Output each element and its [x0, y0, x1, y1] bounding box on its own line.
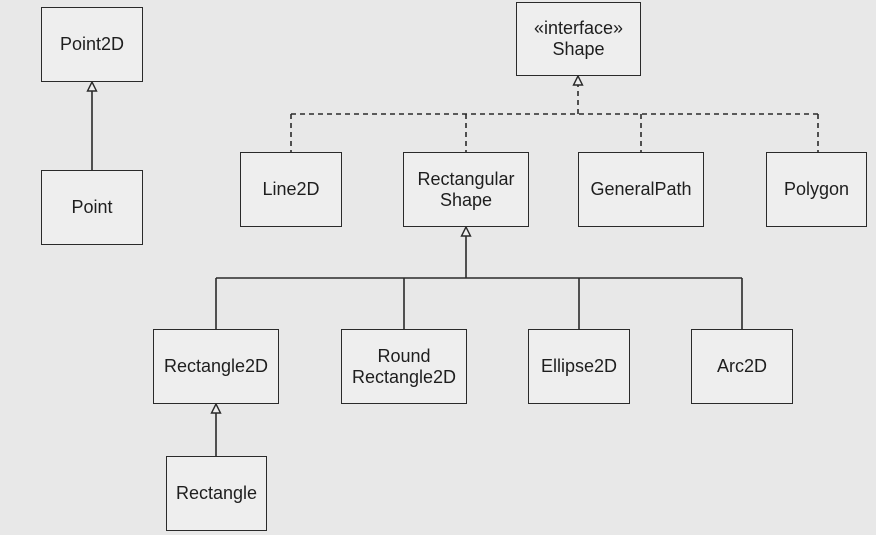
- class-point-label: Point: [71, 197, 113, 217]
- class-round-rectangle2d: Round Rectangle2D: [341, 329, 467, 404]
- realization-arrowhead-shape: [572, 74, 584, 86]
- class-rectangular-shape-label: Rectangular Shape: [417, 168, 515, 210]
- class-rectangular-shape: Rectangular Shape: [403, 152, 529, 227]
- class-general-path-label: GeneralPath: [590, 179, 692, 199]
- generalization-arrowhead-rectangular-shape: [460, 225, 472, 237]
- class-ellipse2d-label: Ellipse2D: [540, 356, 618, 376]
- class-point2d: Point2D: [41, 7, 143, 82]
- class-rectangle2d: Rectangle2D: [153, 329, 279, 404]
- class-rectangle2d-label: Rectangle2D: [163, 356, 269, 376]
- class-rectangle: Rectangle: [166, 456, 267, 531]
- class-arc2d: Arc2D: [691, 329, 793, 404]
- class-line2d: Line2D: [240, 152, 342, 227]
- generalization-arrowhead-point2d: [86, 80, 98, 92]
- class-arc2d-label: Arc2D: [716, 356, 767, 376]
- generalization-arrowhead-rectangle2d: [210, 402, 222, 414]
- class-point2d-label: Point2D: [59, 34, 125, 54]
- class-round-rectangle2d-label: Round Rectangle2D: [351, 345, 457, 387]
- class-point: Point: [41, 170, 143, 245]
- class-polygon: Polygon: [766, 152, 867, 227]
- class-ellipse2d: Ellipse2D: [528, 329, 630, 404]
- interface-shape: «interface» Shape: [516, 2, 641, 76]
- class-polygon-label: Polygon: [783, 179, 850, 199]
- class-rectangle-label: Rectangle: [175, 483, 258, 503]
- interface-shape-label: «interface» Shape: [533, 18, 624, 59]
- class-general-path: GeneralPath: [578, 152, 704, 227]
- class-line2d-label: Line2D: [262, 179, 320, 199]
